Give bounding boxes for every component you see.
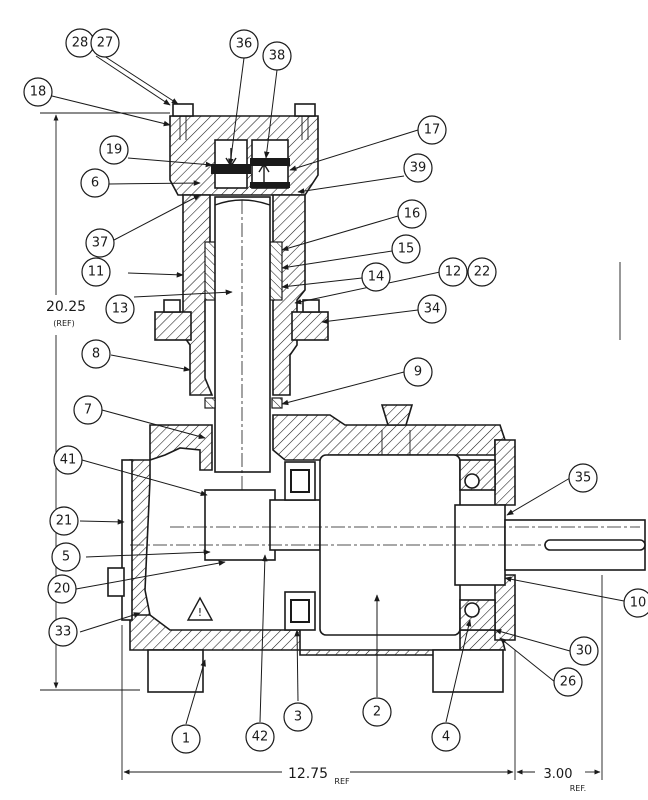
- balloon-13: 13: [105, 294, 135, 324]
- shaft-ref: REF.: [570, 784, 586, 793]
- balloon-4: 4: [431, 722, 461, 752]
- balloon-2: 2: [362, 697, 392, 727]
- height-dimension: 20.25: [46, 299, 86, 315]
- svg-text:1: 1: [182, 732, 190, 747]
- balloon-36: 36: [229, 29, 259, 59]
- balloon-9: 9: [403, 357, 433, 387]
- svg-text:14: 14: [368, 270, 385, 285]
- svg-text:28: 28: [72, 36, 89, 51]
- svg-text:16: 16: [404, 207, 421, 222]
- svg-text:2: 2: [373, 705, 381, 720]
- balloon-18: 18: [23, 77, 53, 107]
- svg-text:11: 11: [88, 265, 105, 280]
- balloon-21: 21: [49, 506, 79, 536]
- svg-text:27: 27: [97, 36, 114, 51]
- shaft-dimension: 3.00: [544, 767, 573, 782]
- balloon-14: 14: [361, 262, 391, 292]
- balloon-12: 12: [438, 257, 468, 287]
- svg-text:6: 6: [91, 176, 99, 191]
- balloon-16: 16: [397, 199, 427, 229]
- balloon-3: 3: [283, 702, 313, 732]
- height-ref: (REF): [53, 319, 74, 328]
- balloon-6: 6: [80, 168, 110, 198]
- svg-text:42: 42: [252, 730, 269, 745]
- balloon-19: 19: [99, 135, 129, 165]
- balloon-30: 30: [569, 636, 599, 666]
- svg-text:4: 4: [442, 730, 450, 745]
- cylinder-body: [154, 194, 329, 560]
- leader-lines: [51, 55, 625, 725]
- balloon-42: 42: [245, 722, 275, 752]
- svg-text:38: 38: [269, 49, 286, 64]
- balloon-20: 20: [47, 574, 77, 604]
- svg-text:20: 20: [54, 582, 71, 597]
- width-ref: REF: [334, 777, 350, 786]
- balloon-7: 7: [73, 395, 103, 425]
- balloon-22: 22: [467, 257, 497, 287]
- balloon-34: 34: [417, 294, 447, 324]
- svg-text:19: 19: [106, 143, 123, 158]
- width-dimension: 12.75: [288, 766, 328, 782]
- svg-text:36: 36: [236, 37, 253, 52]
- balloon-35: 35: [568, 463, 598, 493]
- svg-text:5: 5: [62, 550, 70, 565]
- valve-head: [169, 103, 319, 196]
- gear-housing: [121, 404, 516, 693]
- balloon-38: 38: [262, 41, 292, 71]
- balloon-39: 39: [403, 153, 433, 183]
- svg-text:30: 30: [576, 644, 593, 659]
- svg-text:39: 39: [410, 161, 427, 176]
- svg-text:13: 13: [112, 302, 129, 317]
- svg-text:18: 18: [30, 85, 47, 100]
- svg-text:10: 10: [630, 596, 647, 611]
- svg-text:26: 26: [560, 675, 577, 690]
- balloon-37: 37: [85, 228, 115, 258]
- balloon-17: 17: [417, 115, 447, 145]
- balloon-28: 28: [65, 28, 95, 58]
- svg-text:41: 41: [60, 453, 77, 468]
- balloon-1: 1: [171, 724, 201, 754]
- balloon-15: 15: [391, 234, 421, 264]
- balloon-27: 27: [90, 28, 120, 58]
- svg-text:34: 34: [424, 302, 441, 317]
- svg-text:35: 35: [575, 471, 592, 486]
- svg-text:8: 8: [92, 347, 100, 362]
- svg-text:15: 15: [398, 242, 415, 257]
- balloon-26: 26: [553, 667, 583, 697]
- dimensions: 20.25 (REF) 12.75 REF 3.00 REF.: [40, 112, 603, 793]
- balloon-33: 33: [48, 617, 78, 647]
- balloon-8: 8: [81, 339, 111, 369]
- balloon-41: 41: [53, 445, 83, 475]
- svg-text:3: 3: [294, 710, 302, 725]
- svg-text:17: 17: [424, 123, 441, 138]
- svg-text:9: 9: [414, 365, 422, 380]
- balloon-10: 10: [623, 588, 648, 618]
- balloon-11: 11: [81, 257, 111, 287]
- svg-text:21: 21: [56, 514, 73, 529]
- svg-text:7: 7: [84, 403, 92, 418]
- warning-symbol: !: [198, 606, 202, 619]
- svg-text:33: 33: [55, 625, 72, 640]
- balloon-5: 5: [51, 542, 81, 572]
- svg-text:22: 22: [474, 265, 491, 280]
- svg-text:37: 37: [92, 236, 109, 251]
- crank-assembly: !: [107, 262, 646, 636]
- svg-text:12: 12: [445, 265, 462, 280]
